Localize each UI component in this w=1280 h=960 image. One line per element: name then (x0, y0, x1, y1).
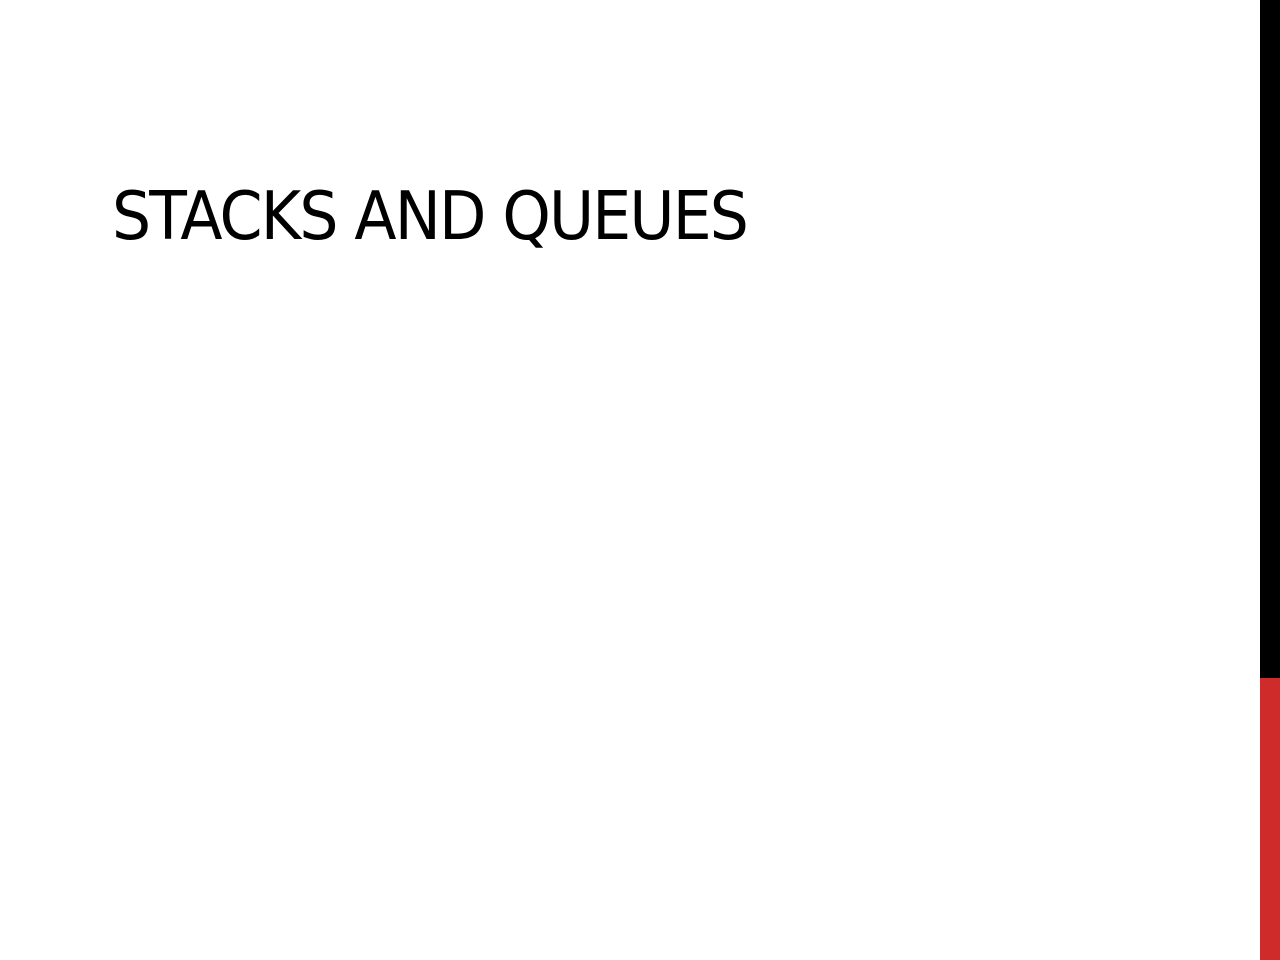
slide-title: STACKS AND QUEUES (112, 177, 749, 255)
right-accent-bar-black (1260, 0, 1280, 678)
right-accent-bar-red (1260, 678, 1280, 960)
